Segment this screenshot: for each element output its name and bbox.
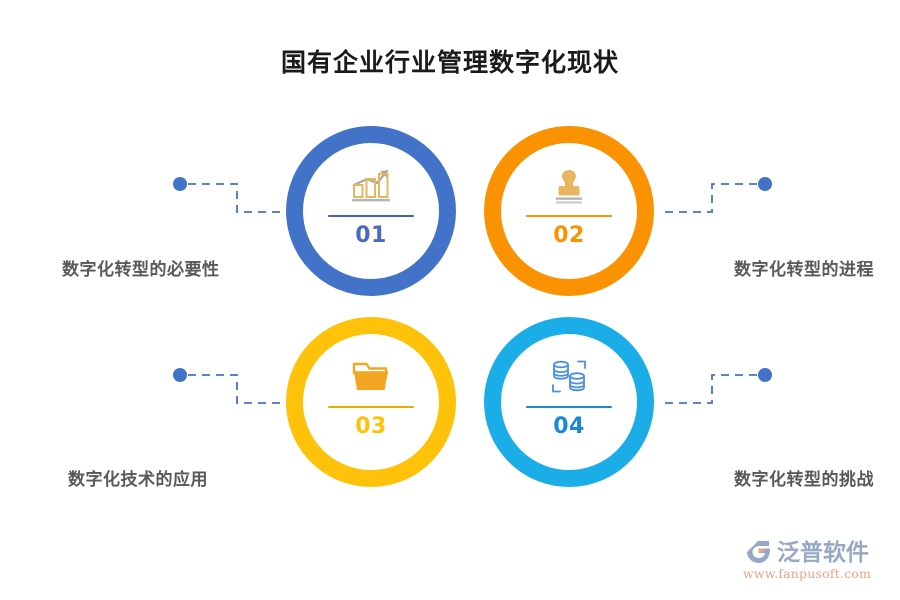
watermark-brand-text: 泛普软件 [777,539,869,565]
open-folder-icon [348,353,394,397]
connector-node-1 [173,177,286,213]
connector-node-3 [173,368,286,404]
node-01-divider [328,215,414,217]
database-stack-icon [546,353,592,397]
connector-node-4 [664,368,772,404]
watermark-url: www.fanpusoft.com [742,566,872,581]
fanpu-swirl-logo-icon [747,541,771,563]
node-circle-02[interactable]: 02 [484,126,654,296]
node-03-divider [328,406,414,408]
node-02-number: 02 [553,223,585,248]
node-01-number: 01 [355,223,387,248]
node-02-content: 02 [501,162,637,248]
node-circle-01[interactable]: 01 [286,126,456,296]
node-02-label: 数字化转型的进程 [734,260,874,279]
node-02-divider [526,215,612,217]
connector-node-2 [664,177,772,213]
node-03-label: 数字化技术的应用 [68,470,208,489]
node-04-label: 数字化转型的挑战 [734,470,874,489]
node-04-divider [526,406,612,408]
bar-chart-growth-icon [349,162,393,206]
node-04-content: 04 [501,353,637,439]
node-01-label: 数字化转型的必要性 [62,260,220,279]
node-01-content: 01 [303,162,439,248]
page-title: 国有企业行业管理数字化现状 [280,49,619,77]
node-circle-04[interactable]: 04 [484,317,654,487]
node-circle-03[interactable]: 03 [286,317,456,487]
watermark-brand-row: 泛普软件 [745,539,869,565]
node-04-number: 04 [553,414,585,439]
watermark-logo: 泛普软件 www.fanpusoft.com [732,532,882,588]
node-03-number: 03 [355,414,387,439]
stamp-seal-icon [547,162,591,206]
node-03-content: 03 [303,353,439,439]
